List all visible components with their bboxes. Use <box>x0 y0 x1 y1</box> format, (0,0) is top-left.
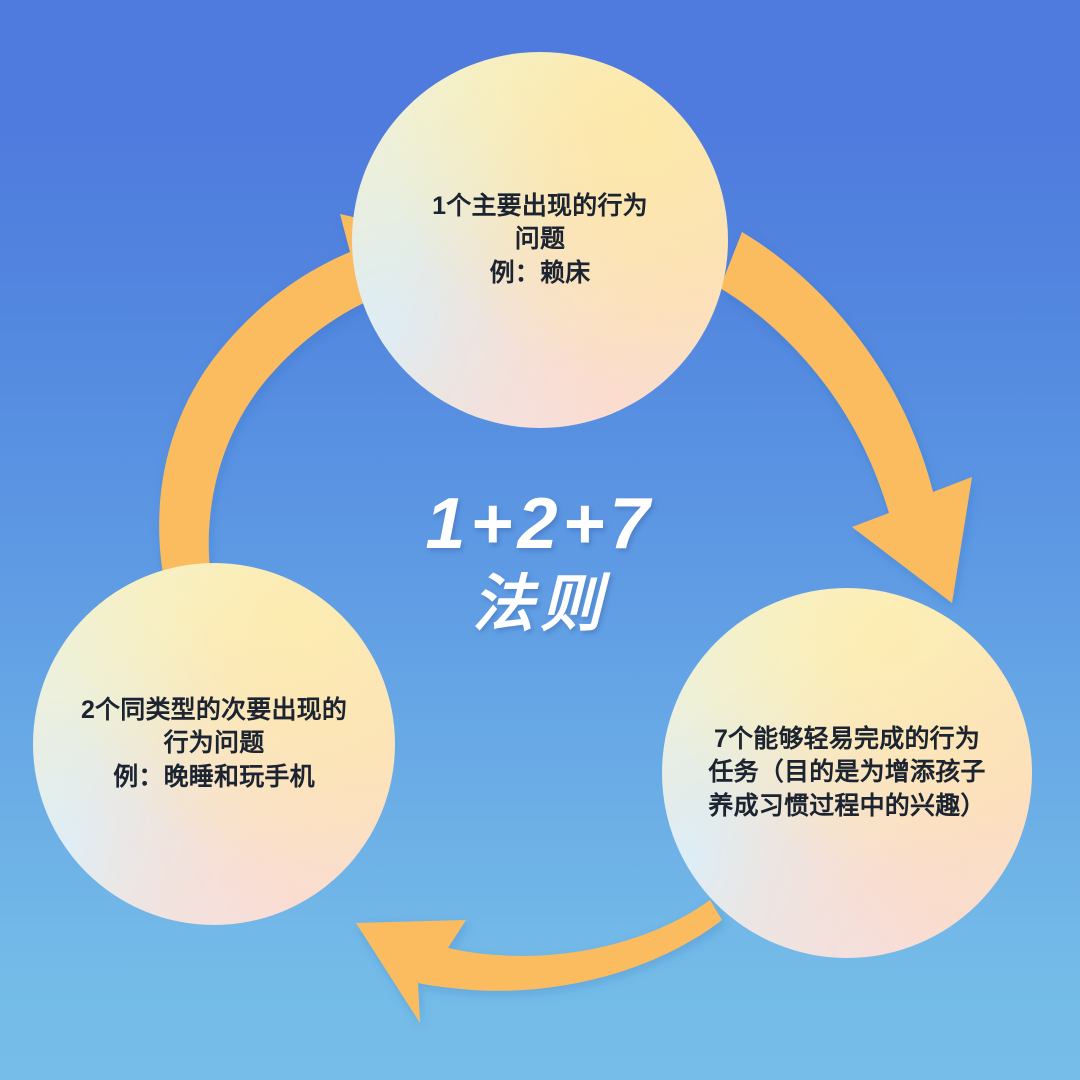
node-right-text: 7个能够轻易完成的行为 任务（目的是为增添孩子 养成习惯过程中的兴趣） <box>662 723 1032 823</box>
node-left-line-1: 2个同类型的次要出现的 <box>80 696 348 725</box>
node-easy-tasks[interactable]: 7个能够轻易完成的行为 任务（目的是为增添孩子 养成习惯过程中的兴趣） <box>662 588 1032 958</box>
node-top-line-3: 例：赖床 <box>489 258 591 287</box>
node-primary-behavior[interactable]: 1个主要出现的行为 问题 例：赖床 <box>352 52 728 428</box>
arrow-right-down-icon <box>720 232 972 603</box>
node-left-line-2: 行为问题 <box>163 729 265 758</box>
node-right-line-1: 7个能够轻易完成的行为 <box>713 725 981 754</box>
arrow-bottom-left-icon <box>356 900 722 1023</box>
node-left-text: 2个同类型的次要出现的 行为问题 例：晚睡和玩手机 <box>33 694 395 794</box>
node-top-line-2: 问题 <box>514 225 566 254</box>
node-top-line-1: 1个主要出现的行为 <box>432 192 648 221</box>
node-right-line-2: 任务（目的是为增添孩子 <box>708 758 986 787</box>
node-top-text: 1个主要出现的行为 问题 例：赖床 <box>352 190 728 290</box>
node-left-line-3: 例：晚睡和玩手机 <box>113 762 315 791</box>
node-right-line-3: 养成习惯过程中的兴趣） <box>708 791 986 820</box>
node-secondary-behavior[interactable]: 2个同类型的次要出现的 行为问题 例：晚睡和玩手机 <box>33 563 395 925</box>
